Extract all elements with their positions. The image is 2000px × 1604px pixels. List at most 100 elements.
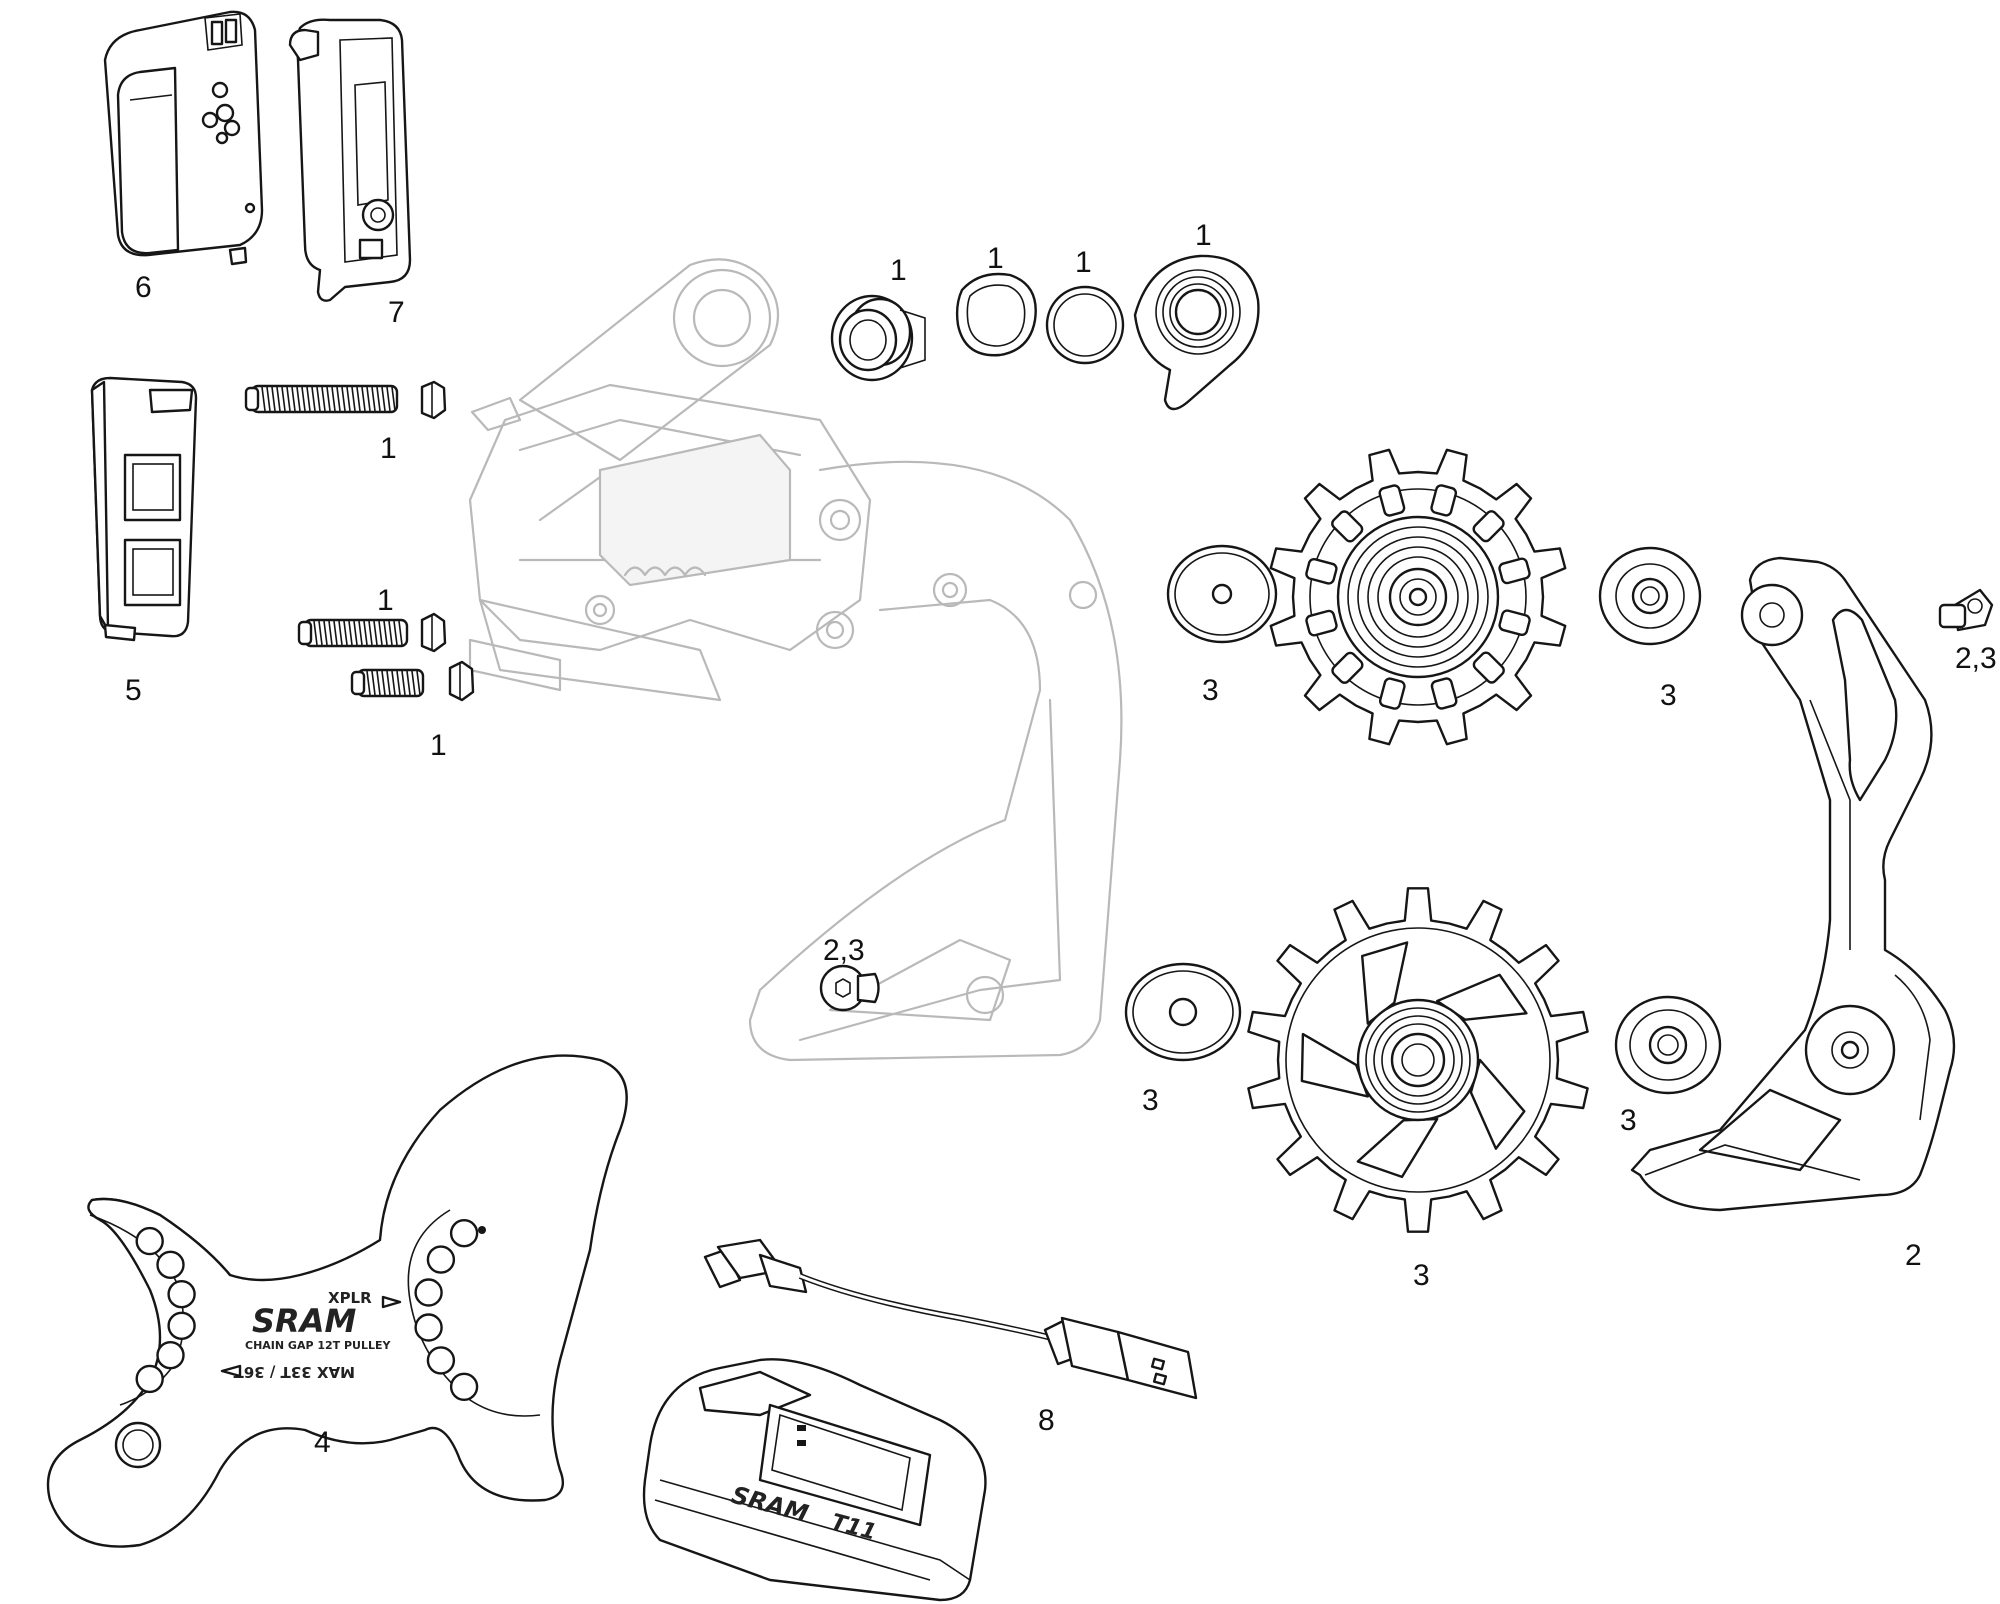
tool-jaw-tooth: [449, 1372, 479, 1402]
screw-thread: [291, 386, 296, 412]
pulley-tooth-detail: [1430, 484, 1458, 517]
tool-jaw-tooth: [167, 1311, 196, 1341]
screw-thread: [368, 620, 373, 646]
screw-thread: [343, 620, 348, 646]
pulley-tooth-detail: [1472, 510, 1505, 543]
screw-thread: [266, 386, 271, 412]
wave-washer-part-1: [955, 272, 1037, 357]
bottom-right-washer-part-3: [1614, 995, 1722, 1095]
pulley-tooth-detail: [1305, 557, 1338, 585]
callout-7: 7: [388, 296, 405, 329]
tool-jaw-tooth: [167, 1279, 196, 1309]
screw-thread: [378, 620, 383, 646]
pulley-tooth-detail: [1430, 677, 1458, 710]
screw-thread: [318, 620, 323, 646]
screw-thread: [338, 620, 343, 646]
screw-thread: [371, 670, 376, 696]
callout-5: 5: [125, 674, 142, 707]
tool-jaw-tooth: [449, 1218, 479, 1248]
screw-thread: [296, 386, 301, 412]
tool-jaw-tooth: [414, 1313, 443, 1342]
pulley-tooth-detail: [1331, 510, 1364, 543]
screw-thread: [306, 386, 311, 412]
screw-thread: [391, 386, 396, 412]
callout-2-cage: 2: [1905, 1239, 1922, 1272]
screw-thread: [366, 386, 371, 412]
screw-thread: [326, 386, 331, 412]
screw-thread: [371, 386, 376, 412]
screw-thread: [373, 620, 378, 646]
cage-bolt-part-2-3: [1938, 588, 1994, 632]
callout-1-spring-cover: 1: [1195, 219, 1212, 252]
pulley-tooth-detail: [1305, 609, 1338, 637]
screw-thread: [341, 386, 346, 412]
screw-thread: [351, 386, 356, 412]
screw-thread: [301, 386, 306, 412]
upper-pulley-wheel: [1269, 448, 1567, 746]
screw-thread: [358, 620, 363, 646]
pulley-tooth-detail: [1331, 651, 1364, 684]
pulley-tooth-detail: [1498, 609, 1531, 637]
screw-thread: [356, 386, 361, 412]
chain-gap-tool-part-4: XPLR SRAM CHAIN GAP 12T PULLEY MAX 33T /…: [46, 1054, 628, 1548]
tool-jaw-tooth: [156, 1340, 185, 1370]
screw-thread: [393, 620, 398, 646]
screw-thread: [386, 386, 391, 412]
lower-pulley-wheel-part-3: [1247, 887, 1589, 1233]
top-left-washer-part-3: [1166, 544, 1278, 644]
screw-thread: [348, 620, 353, 646]
screw-thread: [383, 620, 388, 646]
callout-1-flat-washer: 1: [1075, 246, 1092, 279]
usb-cable-part-8: [703, 1238, 1198, 1400]
screw-thread: [323, 620, 328, 646]
derailleur-cage-part-2: [1630, 556, 1956, 1212]
callout-2-3-right: 2,3: [1955, 642, 1997, 675]
screw-thread: [276, 386, 281, 412]
screw-thread: [328, 620, 333, 646]
pulley-tooth-detail: [1472, 651, 1505, 684]
screw-thread: [363, 620, 368, 646]
spring-cover-part-1: [1133, 254, 1260, 411]
callout-1-long-screw: 1: [380, 432, 397, 465]
callout-6: 6: [135, 271, 152, 304]
tool-xplr-text: XPLR: [328, 1289, 372, 1307]
flat-washer-part-1: [1045, 285, 1125, 365]
screw-thread: [271, 386, 276, 412]
screw-thread: [396, 670, 401, 696]
callout-4-tool: 4: [314, 1426, 331, 1459]
callout-8-charger: 8: [1038, 1404, 1055, 1437]
screw-thread: [313, 620, 318, 646]
bottom-left-washer-part-3: [1124, 962, 1242, 1062]
screw-thread: [391, 670, 396, 696]
screw-thread: [311, 386, 316, 412]
tool-max-text: MAX 33T / 36T: [233, 1363, 355, 1381]
screw-thread: [398, 620, 403, 646]
screw-thread: [281, 386, 286, 412]
callout-1-short-screw: 1: [430, 729, 447, 762]
battery-block-part-5: [90, 376, 198, 642]
tool-jaw-tooth: [414, 1278, 443, 1307]
bushing-part-1: [830, 294, 926, 382]
screw-thread: [406, 670, 411, 696]
callout-3-bottom-pulley: 3: [1413, 1259, 1430, 1292]
screw-thread: [376, 386, 381, 412]
limit-screw-long: [244, 380, 447, 420]
callout-1-mid-screw: 1: [377, 584, 394, 617]
center-bolt-part-2-3: [819, 964, 880, 1012]
screw-thread: [286, 386, 291, 412]
top-right-washer-part-3: [1598, 546, 1702, 646]
tool-jaw-tooth: [426, 1245, 456, 1274]
derailleur-body-ghost: [468, 258, 1123, 1062]
battery-part-6: [103, 10, 264, 266]
callout-3-bottom-right: 3: [1620, 1104, 1637, 1137]
screw-thread: [381, 670, 386, 696]
screw-thread: [381, 386, 386, 412]
callout-1-bushing: 1: [890, 254, 907, 287]
callout-3-bottom-left: 3: [1142, 1084, 1159, 1117]
tool-brand-logo: SRAM: [252, 1302, 356, 1340]
screw-thread: [416, 670, 421, 696]
tool-jaw-tooth: [426, 1346, 456, 1375]
tool-chain-gap-text: CHAIN GAP 12T PULLEY: [245, 1339, 392, 1352]
screw-thread: [261, 386, 266, 412]
